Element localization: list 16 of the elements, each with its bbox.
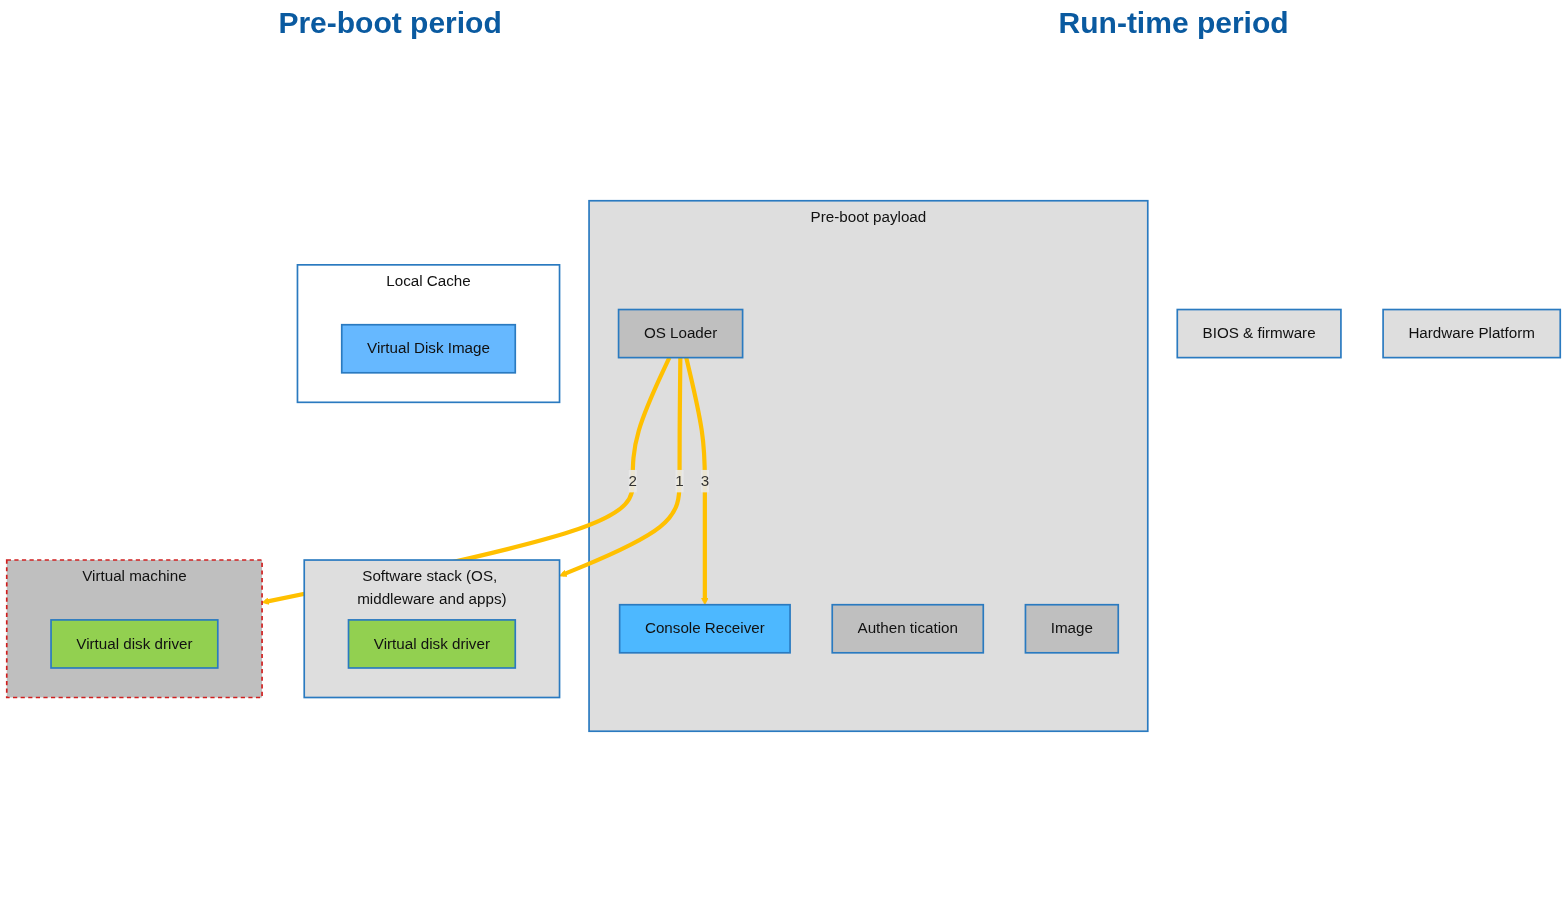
node-box: Virtual Disk Image [340,323,517,374]
node-box: Virtual disk driver [347,619,517,669]
arrow [559,357,683,577]
node-box: Image [1024,603,1120,654]
node-box: BIOS & firmware [1176,308,1342,359]
arrow [684,357,709,606]
node-box: Hardware Platform [1382,308,1562,359]
period-heading: Run-time period [1058,6,1289,40]
edge-label: 1 [675,472,684,490]
node-box: Authen tication [831,603,985,654]
edge-label: 3 [700,472,710,490]
period-heading: Pre-boot period [278,6,502,40]
node-box: OS Loader [617,308,744,359]
edge-label: 2 [628,472,637,490]
node-box: Virtual disk driver [50,619,219,669]
node-box: Console Receiver [618,603,791,654]
